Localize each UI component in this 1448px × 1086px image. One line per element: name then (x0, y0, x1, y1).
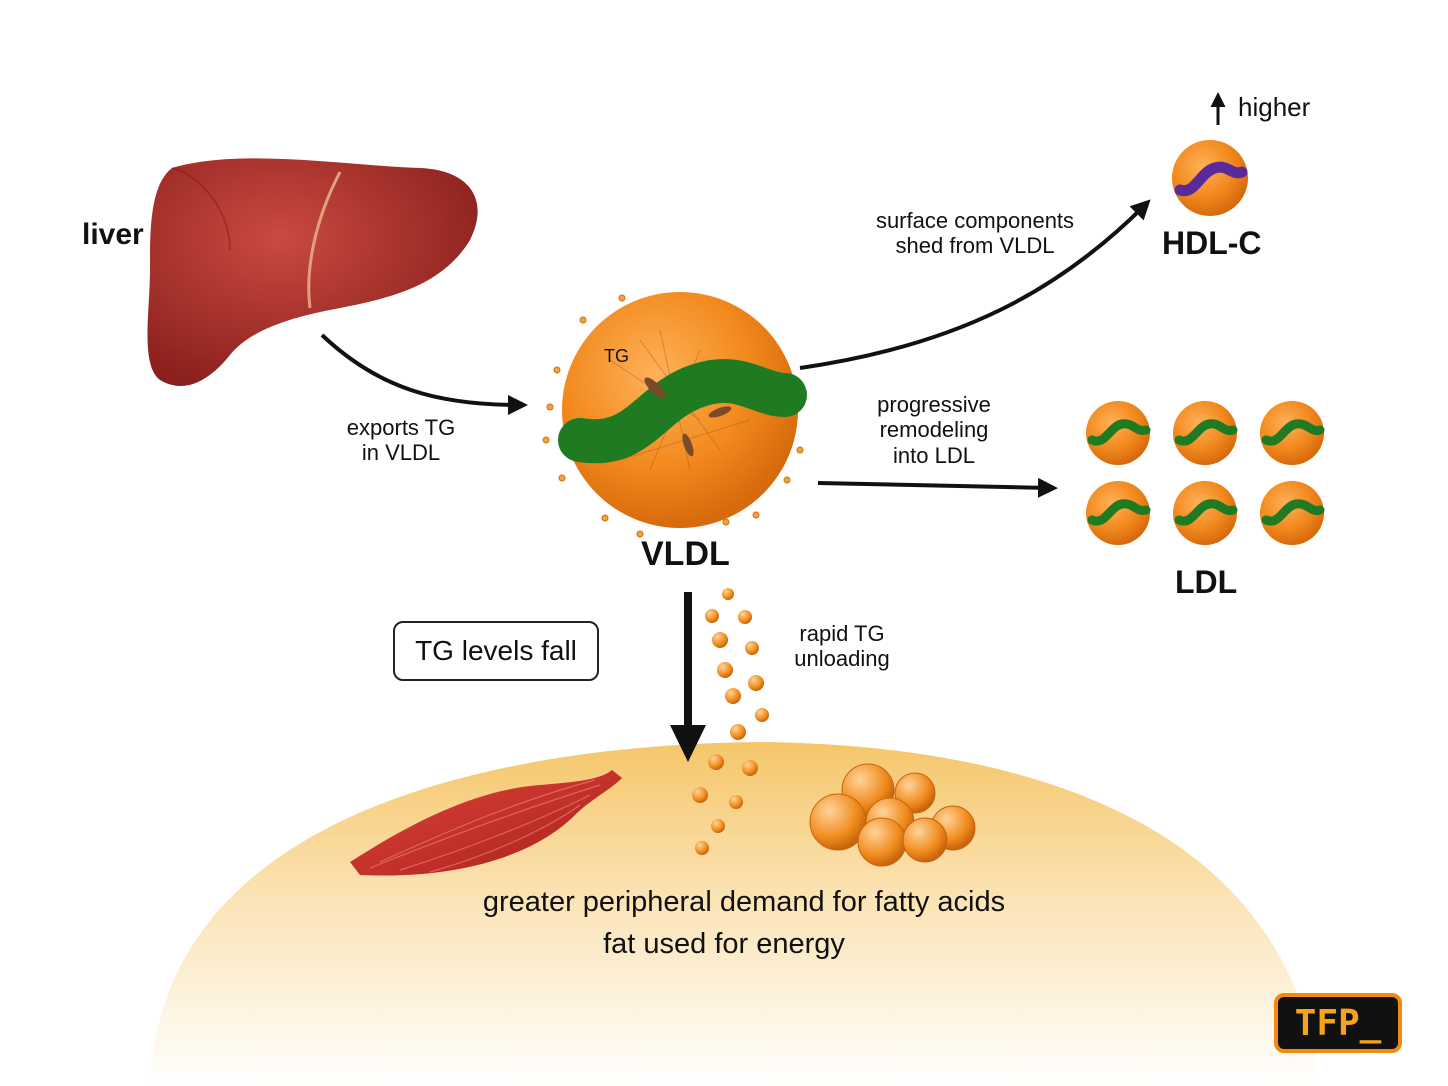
remodel-label-line1: progressive (877, 392, 991, 417)
ldl-particle-icon (1086, 401, 1151, 465)
remodel-label-line2: remodeling (879, 417, 989, 443)
muscle-icon (350, 770, 622, 876)
tg-droplets (692, 588, 769, 855)
higher-label: higher (1238, 92, 1311, 122)
arrow-vldl-to-ldl (817, 477, 1058, 498)
ldl-particle-icon (1173, 481, 1238, 545)
hdl-particle-icon (1172, 140, 1248, 216)
rapid-label-line2: unloading (794, 646, 890, 672)
exports-label-line1: exports TG (346, 415, 456, 440)
exports-label-line2: in VLDL (361, 440, 441, 466)
liver-label: liver (82, 218, 144, 251)
ldl-particles (1086, 401, 1325, 545)
arrow-liver-to-vldl (320, 333, 528, 415)
tg-levels-fall-box: TG levels fall (393, 621, 599, 681)
ldl-particle-icon (1173, 401, 1238, 465)
ldl-particle-icon (1086, 481, 1151, 545)
rapid-label-line1: rapid TG (799, 621, 885, 646)
vldl-particle-icon (542, 292, 807, 538)
surface-label-line2: shed from VLDL (895, 233, 1055, 259)
energy-label: fat used for energy (603, 928, 845, 960)
ldl-label: LDL (1175, 564, 1238, 600)
liver-organ-icon (147, 158, 478, 386)
demand-label: greater peripheral demand for fatty acid… (482, 886, 1006, 918)
tg-inside-label: TG (604, 346, 629, 366)
tfp-logo: TFP_ (1274, 993, 1402, 1053)
vldl-label: VLDL (641, 535, 730, 573)
surface-label: surface components shed from VLDL (870, 208, 1080, 259)
arrow-vldl-to-hdl (799, 199, 1151, 370)
remodel-label: progressive remodeling into LDL (864, 392, 1004, 468)
hdl-label: HDL-C (1162, 225, 1262, 261)
ldl-particle-icon (1260, 481, 1325, 545)
down-arrow (670, 592, 706, 762)
remodel-label-line3: into LDL (893, 442, 975, 468)
fat-droplets-icon (809, 763, 976, 867)
surface-label-line1: surface components (875, 208, 1075, 233)
exports-label: exports TG in VLDL (336, 415, 466, 466)
ldl-particle-icon (1260, 401, 1325, 465)
rapid-label: rapid TG unloading (783, 621, 901, 672)
